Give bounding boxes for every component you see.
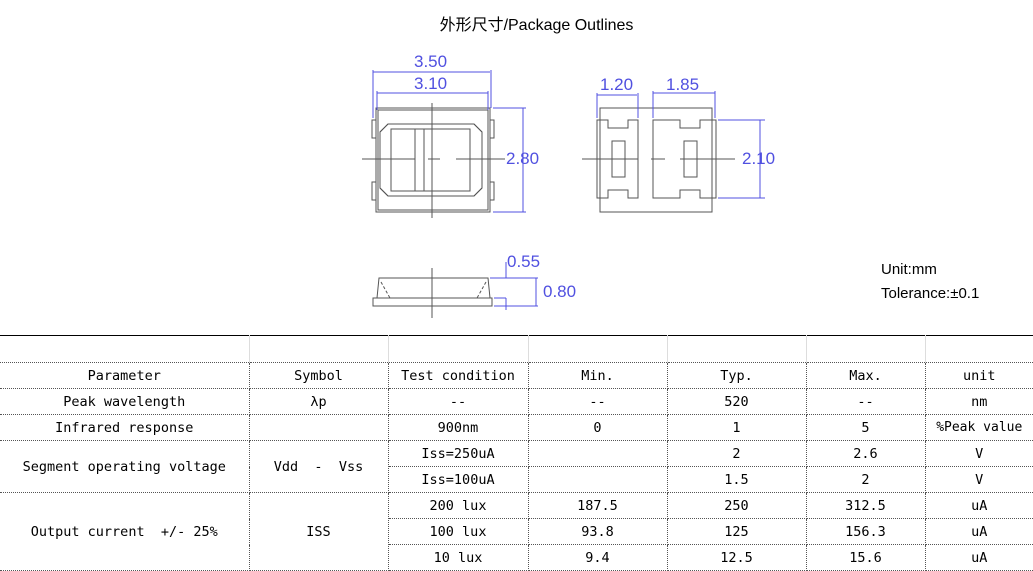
top-view xyxy=(362,103,505,218)
cell: 156.3 xyxy=(806,518,926,545)
cell: %Peak value xyxy=(925,414,1033,441)
cell: 93.8 xyxy=(528,518,668,545)
cell: Infrared response xyxy=(0,414,250,441)
cell: V xyxy=(925,466,1033,493)
header-cell: Typ. xyxy=(667,362,807,389)
header-cell: Max. xyxy=(806,362,926,389)
blank-row xyxy=(0,335,1033,363)
side-view xyxy=(372,268,493,318)
header-cell: Min. xyxy=(528,362,668,389)
header-cell: unit xyxy=(925,362,1033,389)
header-cell: Test condition xyxy=(388,362,529,389)
dimension-lines xyxy=(372,70,765,310)
cell: 200 lux xyxy=(388,492,529,519)
dim-3-50: 3.50 xyxy=(414,52,448,71)
page-title: 外形尺寸/Package Outlines xyxy=(439,17,634,34)
cell: uA xyxy=(925,518,1033,545)
cell: Peak wavelength xyxy=(0,388,250,415)
dim-0-80: 0.80 xyxy=(543,282,577,301)
dim-2-10: 2.10 xyxy=(742,149,776,168)
dim-1-85: 1.85 xyxy=(666,75,700,94)
package-outline-drawing xyxy=(362,70,765,318)
cell: -- xyxy=(528,388,668,415)
cell: -- xyxy=(806,388,926,415)
cell: 2 xyxy=(667,440,807,467)
dim-2-80: 2.80 xyxy=(506,149,540,168)
dim-1-20: 1.20 xyxy=(600,75,634,94)
bottom-view xyxy=(582,107,735,213)
header-cell: Symbol xyxy=(249,362,389,389)
cell: 520 xyxy=(667,388,807,415)
cell: 2 xyxy=(806,466,926,493)
header-cell: Parameter xyxy=(0,362,250,389)
cell: 900nm xyxy=(388,414,529,441)
cell xyxy=(528,466,668,493)
cell: Vdd - Vss xyxy=(249,440,389,493)
cell: 0 xyxy=(528,414,668,441)
cell: 1 xyxy=(667,414,807,441)
cell: Iss=100uA xyxy=(388,466,529,493)
cell: 187.5 xyxy=(528,492,668,519)
cell: Output current +/- 25% xyxy=(0,492,250,571)
cell: 100 lux xyxy=(388,518,529,545)
cell: 5 xyxy=(806,414,926,441)
cell: uA xyxy=(925,492,1033,519)
cell: Iss=250uA xyxy=(388,440,529,467)
cell: 312.5 xyxy=(806,492,926,519)
unit-note: Unit:mm xyxy=(881,261,937,278)
cell: 1.5 xyxy=(667,466,807,493)
cell: 125 xyxy=(667,518,807,545)
cell: Segment operating voltage xyxy=(0,440,250,493)
cell xyxy=(249,414,389,441)
dim-3-10: 3.10 xyxy=(414,74,448,93)
tolerance-note: Tolerance:±0.1 xyxy=(881,285,980,302)
cell: λp xyxy=(249,388,389,415)
cell: V xyxy=(925,440,1033,467)
cell: nm xyxy=(925,388,1033,415)
dim-0-55: 0.55 xyxy=(507,252,541,271)
cell: -- xyxy=(388,388,529,415)
cell: 250 xyxy=(667,492,807,519)
cell: ISS xyxy=(249,492,389,571)
cell: 2.6 xyxy=(806,440,926,467)
cell xyxy=(528,440,668,467)
